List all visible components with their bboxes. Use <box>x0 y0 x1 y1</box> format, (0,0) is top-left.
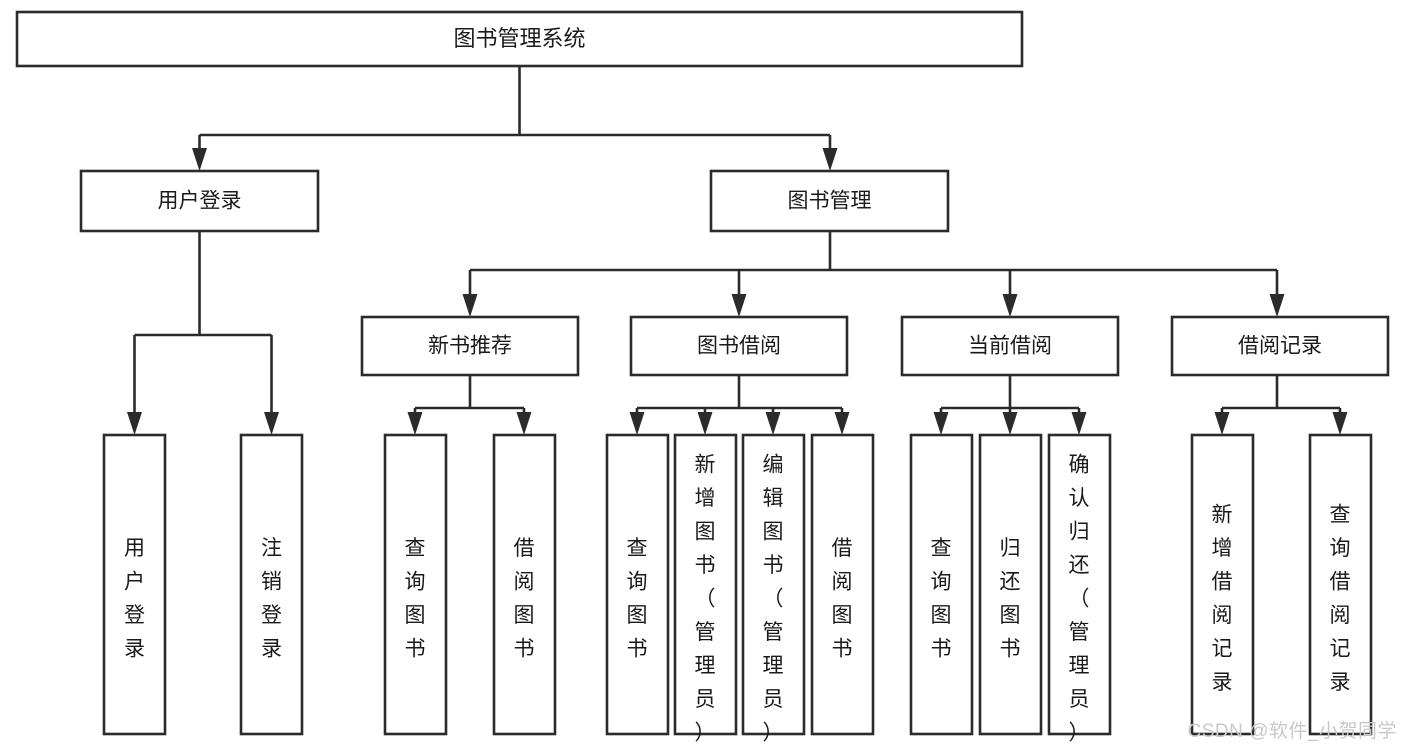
arrowhead-leaf-borrow-book-1 <box>516 412 532 435</box>
node-borrow-record-label: 借阅记录 <box>1238 335 1322 358</box>
leaf-query-book-3[interactable]: 查询图书 <box>909 433 974 736</box>
leaf-confirm-return-label: 确认归还（管理员） <box>1069 453 1090 744</box>
arrowhead-leaf-query-record <box>1332 412 1348 435</box>
arrowhead-leaf-edit-book <box>765 412 781 435</box>
arrowhead-new-book-recommend <box>462 294 478 317</box>
node-book-borrow-box[interactable] <box>629 315 849 377</box>
node-current-borrow-label: 当前借阅 <box>968 335 1052 358</box>
leaf-query-book-2[interactable]: 查询图书 <box>605 433 670 736</box>
node-book-borrow[interactable]: 图书借阅 <box>629 315 849 377</box>
node-root-label: 图书管理系统 <box>453 26 585 51</box>
arrowhead-leaf-query-book-1 <box>407 412 423 435</box>
node-user-login-label: 用户登录 <box>158 190 242 213</box>
arrowhead-leaf-confirm-return <box>1071 412 1087 435</box>
arrowhead-leaf-add-book <box>697 412 713 435</box>
arrowhead-book-manage <box>822 148 838 171</box>
leaf-confirm-return-box[interactable] <box>1047 433 1112 736</box>
leaf-query-record-box[interactable] <box>1308 433 1373 736</box>
node-current-borrow[interactable]: 当前借阅 <box>900 315 1120 377</box>
arrowhead-borrow-record <box>1269 294 1285 317</box>
leaf-borrow-book-1[interactable]: 借阅图书 <box>492 433 557 736</box>
arrowhead-user-login <box>192 148 207 171</box>
arrowhead-leaf-query-book-3 <box>933 412 949 435</box>
leaf-add-book-label: 新增图书（管理员） <box>695 453 716 744</box>
leaf-add-book-box[interactable] <box>673 433 738 736</box>
leaf-query-record[interactable]: 查询借阅记录 <box>1308 433 1373 736</box>
leaf-return-book[interactable]: 归还图书 <box>978 433 1043 736</box>
node-root-box[interactable] <box>15 10 1024 68</box>
nodes-layer: 图书管理系统 用户登录 图书管理 新书推荐 图书借阅 当前 <box>15 10 1390 744</box>
node-book-manage-label: 图书管理 <box>788 190 872 213</box>
leaf-confirm-return[interactable]: 确认归还（管理员） <box>1047 433 1112 744</box>
leaf-return-book-box[interactable] <box>978 433 1043 736</box>
leaf-query-book-2-box[interactable] <box>605 433 670 736</box>
leaf-borrow-book-2-box[interactable] <box>810 433 875 736</box>
leaf-borrow-book-2-label: 借阅图书 <box>832 537 853 661</box>
leaf-edit-book-label: 编辑图书（管理员） <box>763 453 784 744</box>
arrowhead-leaf-query-book-2 <box>629 412 645 435</box>
arrowhead-current-borrow <box>1002 294 1018 317</box>
leaf-edit-book[interactable]: 编辑图书（管理员） <box>741 433 806 744</box>
arrowhead-leaf-borrow-book-2 <box>834 412 850 435</box>
edges-layer <box>127 66 1348 435</box>
leaf-user-logout-box[interactable] <box>239 433 304 736</box>
arrowhead-leaf-user-logout <box>264 412 279 435</box>
node-book-manage-box[interactable] <box>709 169 950 233</box>
leaf-add-record-box[interactable] <box>1190 433 1255 736</box>
leaf-user-login-label: 用户登录 <box>124 537 145 661</box>
arrowhead-book-borrow <box>731 294 747 317</box>
node-new-book-recommend[interactable]: 新书推荐 <box>360 315 580 377</box>
node-new-book-recommend-box[interactable] <box>360 315 580 377</box>
leaf-user-logout-label: 注销登录 <box>261 537 282 661</box>
leaf-query-book-1[interactable]: 查询图书 <box>383 433 448 736</box>
node-borrow-record-box[interactable] <box>1170 315 1390 377</box>
node-book-borrow-label: 图书借阅 <box>697 335 781 358</box>
leaf-query-book-2-label: 查询图书 <box>627 537 648 661</box>
arrowhead-leaf-user-login <box>127 412 142 435</box>
leaf-add-record-label: 新增借阅记录 <box>1212 504 1233 695</box>
leaf-user-login[interactable]: 用户登录 <box>102 433 167 736</box>
leaf-query-book-3-box[interactable] <box>909 433 974 736</box>
node-user-login[interactable]: 用户登录 <box>79 169 320 233</box>
arrowhead-leaf-return-book <box>1002 412 1018 435</box>
node-new-book-recommend-label: 新书推荐 <box>428 335 512 358</box>
leaf-add-book[interactable]: 新增图书（管理员） <box>673 433 738 744</box>
leaf-add-record[interactable]: 新增借阅记录 <box>1190 433 1255 736</box>
leaf-user-login-box[interactable] <box>102 433 167 736</box>
node-current-borrow-box[interactable] <box>900 315 1120 377</box>
leaf-borrow-book-1-box[interactable] <box>492 433 557 736</box>
leaf-query-book-1-box[interactable] <box>383 433 448 736</box>
node-book-manage[interactable]: 图书管理 <box>709 169 950 233</box>
node-root[interactable]: 图书管理系统 <box>15 10 1024 68</box>
leaf-return-book-label: 归还图书 <box>1000 537 1021 661</box>
node-user-login-box[interactable] <box>79 169 320 233</box>
leaf-user-logout[interactable]: 注销登录 <box>239 433 304 736</box>
leaf-borrow-book-1-label: 借阅图书 <box>514 537 535 661</box>
leaf-query-book-3-label: 查询图书 <box>931 537 952 661</box>
node-borrow-record[interactable]: 借阅记录 <box>1170 315 1390 377</box>
arrowhead-leaf-add-record <box>1214 412 1230 435</box>
leaf-borrow-book-2[interactable]: 借阅图书 <box>810 433 875 736</box>
leaf-query-record-label: 查询借阅记录 <box>1330 504 1351 695</box>
leaf-edit-book-box[interactable] <box>741 433 806 736</box>
leaf-query-book-1-label: 查询图书 <box>405 537 426 661</box>
